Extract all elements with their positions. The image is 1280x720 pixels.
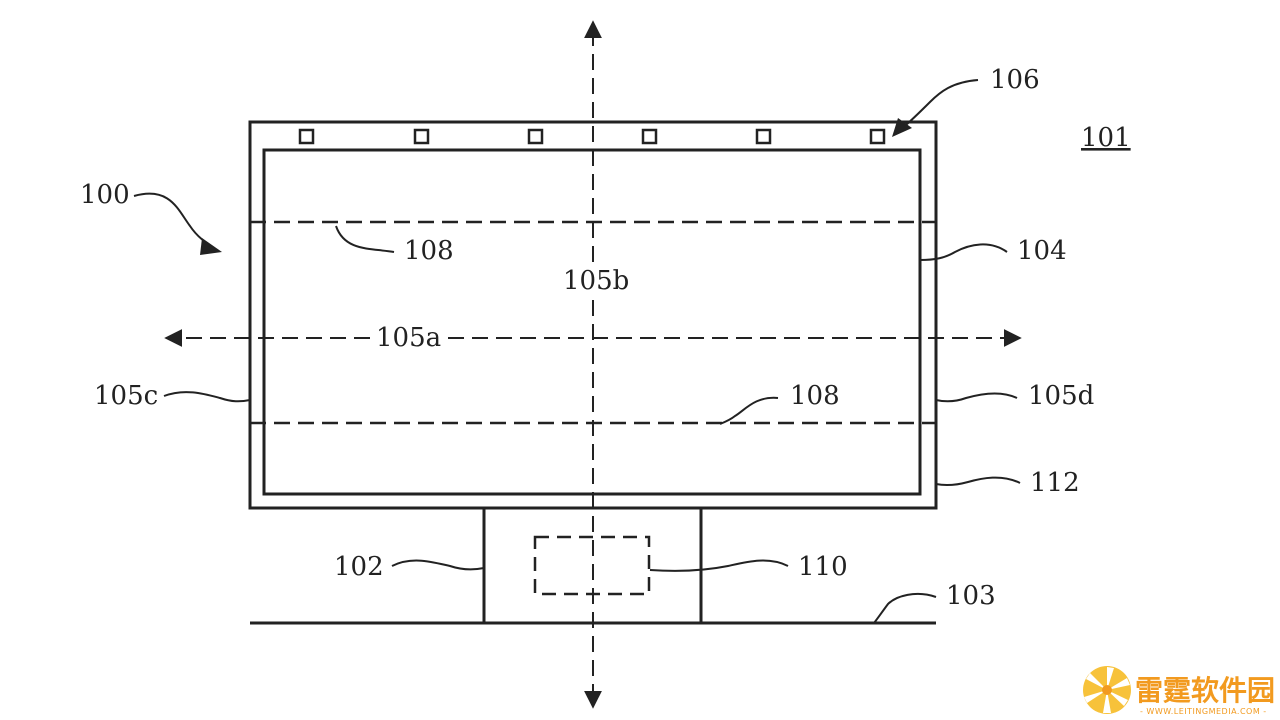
controller-box — [533, 535, 651, 596]
watermark-logo-core — [1102, 685, 1112, 695]
label-105a: 105a — [376, 323, 441, 353]
watermark: 雷霆软件园 - WWW.LEITINGMEDIA.COM - — [1083, 666, 1275, 716]
leader-lines — [133, 79, 1021, 624]
label-108-top: 108 — [404, 236, 454, 266]
emitter-square — [527, 128, 544, 145]
label-102: 102 — [334, 552, 384, 582]
leader-112 — [935, 476, 1021, 487]
leader-105d — [935, 392, 1018, 403]
leader-104 — [919, 243, 1008, 261]
leader-102 — [391, 559, 485, 571]
label-100: 100 — [80, 180, 130, 210]
label-104: 104 — [1017, 236, 1067, 266]
leader-108-bottom — [719, 396, 779, 425]
leader-105c — [163, 391, 251, 403]
leader-100-arrowhead — [200, 238, 222, 255]
emitter-square — [413, 128, 430, 145]
label-108-bottom: 108 — [790, 381, 840, 411]
label-110: 110 — [798, 552, 848, 582]
emitter-square — [298, 128, 315, 145]
leader-106 — [899, 79, 979, 131]
emitter-square — [641, 128, 658, 145]
leader-106-arrowhead — [892, 118, 912, 137]
watermark-logo-segments — [1084, 667, 1130, 713]
label-101: 101 — [1081, 123, 1131, 153]
leader-108-top — [335, 225, 395, 253]
label-105d: 105d — [1028, 381, 1094, 411]
watermark-brand-name: 雷霆软件园 — [1135, 674, 1275, 707]
emitter-square — [755, 128, 772, 145]
leader-110 — [649, 559, 789, 572]
label-105b: 105b — [563, 266, 629, 296]
leader-103 — [873, 593, 937, 624]
label-103: 103 — [946, 581, 996, 611]
label-112: 112 — [1030, 468, 1080, 498]
label-106: 106 — [990, 65, 1040, 95]
emitter-row — [298, 128, 886, 145]
label-105c: 105c — [94, 381, 158, 411]
watermark-brand-url: - WWW.LEITINGMEDIA.COM - — [1140, 707, 1267, 716]
emitter-square — [869, 128, 886, 145]
